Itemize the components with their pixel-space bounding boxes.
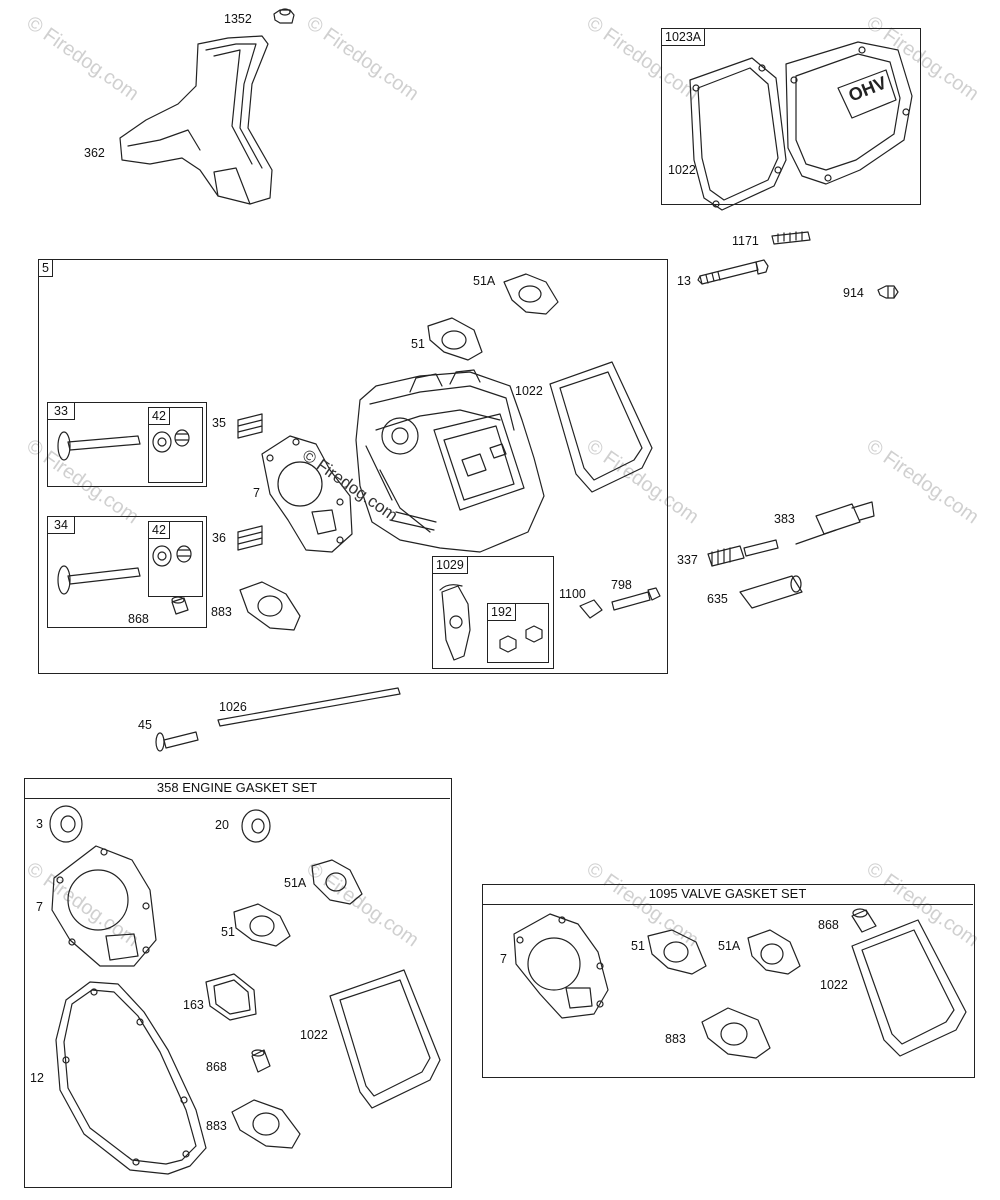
- box-192: [487, 603, 549, 663]
- box-1029: [432, 556, 554, 669]
- gasket-163-drawing: [205, 973, 257, 1021]
- part-label-1022: 1022: [515, 384, 543, 398]
- part-label-20: 20: [215, 818, 229, 832]
- seal-3-drawing: [49, 805, 83, 843]
- box-192-tag: 192: [487, 603, 516, 621]
- gasket-51-main-drawing: [427, 317, 483, 361]
- part-label-883: 883: [206, 1119, 227, 1133]
- part-label-36: 36: [212, 531, 226, 545]
- part-label-635: 635: [707, 592, 728, 606]
- part-label-51a: 51A: [284, 876, 307, 890]
- part-label-337: 337: [677, 553, 698, 567]
- part-label-51a: 51A: [473, 274, 496, 288]
- part-label-1171: 1171: [732, 234, 759, 248]
- shroud-362-drawing: [119, 35, 273, 205]
- gasket-1022-set-drawing: [329, 969, 441, 1109]
- gasket-883-valve-drawing: [701, 1007, 771, 1059]
- tappet-45-drawing: [155, 731, 199, 752]
- valve-33-drawing: [57, 431, 141, 461]
- spark-plug-337-drawing: [707, 539, 779, 567]
- valve-34-drawing: [57, 565, 141, 595]
- part-label-1022: 1022: [668, 163, 696, 177]
- part-label-12: 12: [30, 1071, 44, 1085]
- spacer-635-drawing: [739, 575, 803, 609]
- part-label-7: 7: [253, 486, 260, 500]
- part-label-868: 868: [818, 918, 839, 932]
- part-label-914: 914: [843, 286, 864, 300]
- part-label-362: 362: [84, 146, 105, 160]
- engine-gasket-set-box: [24, 778, 452, 1188]
- gasket-51a-set-drawing: [311, 859, 363, 905]
- box-5-tag: 5: [38, 259, 53, 277]
- seal-868-valve-drawing: [851, 908, 877, 933]
- box-5: [38, 259, 668, 674]
- head-gasket-7-main-drawing: [261, 435, 353, 553]
- part-label-51: 51: [221, 925, 235, 939]
- gasket-883-main-drawing: [239, 581, 301, 631]
- gasket-1022-valve-drawing: [851, 919, 967, 1057]
- gasket-51a-main-drawing: [503, 273, 559, 315]
- part-label-35: 35: [212, 416, 226, 430]
- keeper-42a-drawing: [152, 429, 190, 453]
- box-1023a: [661, 28, 921, 205]
- part-label-1022: 1022: [300, 1028, 328, 1042]
- seal-20-drawing: [241, 809, 271, 843]
- box-33-tag: 33: [47, 402, 75, 420]
- valve-gasket-set-title: 1095 VALVE GASKET SET: [482, 884, 973, 905]
- stud-1100-798-drawing: [579, 587, 661, 619]
- part-label-7: 7: [36, 900, 43, 914]
- part-label-51: 51: [411, 337, 425, 351]
- gasket-51-valve-drawing: [647, 929, 707, 975]
- part-label-383: 383: [774, 512, 795, 526]
- part-label-1022: 1022: [820, 978, 848, 992]
- part-label-868: 868: [206, 1060, 227, 1074]
- part-label-7: 7: [500, 952, 507, 966]
- nut-1352-drawing: [273, 8, 295, 24]
- box-34: [47, 516, 207, 628]
- part-label-1100: 1100: [559, 587, 586, 601]
- gasket-51a-valve-drawing: [747, 929, 801, 975]
- push-rod-1026-drawing: [217, 687, 401, 727]
- wire-383-drawing: [795, 501, 875, 545]
- part-label-1352: 1352: [224, 12, 252, 26]
- part-label-51: 51: [631, 939, 645, 953]
- part-label-163: 163: [183, 998, 204, 1012]
- part-label-13: 13: [677, 274, 691, 288]
- crankcase-gasket-12-drawing: [55, 981, 207, 1175]
- box-42a-tag: 42: [148, 407, 170, 425]
- spring-35-drawing: [237, 413, 263, 439]
- gasket-1022-main-drawing: [549, 361, 653, 493]
- head-gasket-7-valve-drawing: [513, 913, 609, 1019]
- spring-36-drawing: [237, 525, 263, 551]
- seal-868-set-drawing: [251, 1049, 271, 1073]
- nuts-192-drawing: [499, 625, 543, 653]
- gasket-51-set-drawing: [233, 903, 291, 947]
- part-label-45: 45: [138, 718, 152, 732]
- seal-868-main-drawing: [171, 596, 189, 615]
- box-34-tag: 34: [47, 516, 75, 534]
- box-42a: [148, 407, 203, 483]
- head-gasket-7-set-drawing: [51, 845, 157, 967]
- box-1029-tag: 1029: [432, 556, 468, 574]
- part-label-3: 3: [36, 817, 43, 831]
- valve-gasket-set-box: [482, 884, 975, 1078]
- part-label-883: 883: [665, 1032, 686, 1046]
- box-42b: [148, 521, 203, 597]
- part-label-1026: 1026: [219, 700, 247, 714]
- part-label-798: 798: [611, 578, 632, 592]
- cylinder-head-drawing: [355, 369, 545, 553]
- rocker-arm-drawing: [439, 584, 471, 661]
- part-label-883: 883: [211, 605, 232, 619]
- box-33: [47, 402, 207, 487]
- part-label-51a: 51A: [718, 939, 741, 953]
- box-1023a-tag: 1023A: [661, 28, 706, 46]
- gasket-883-set-drawing: [231, 1099, 301, 1149]
- part-label-868: 868: [128, 612, 149, 626]
- engine-gasket-set-title: 358 ENGINE GASKET SET: [24, 778, 450, 799]
- fasteners-top-right-drawing: [697, 231, 899, 299]
- box-42b-tag: 42: [148, 521, 170, 539]
- keeper-42b-drawing: [152, 545, 192, 567]
